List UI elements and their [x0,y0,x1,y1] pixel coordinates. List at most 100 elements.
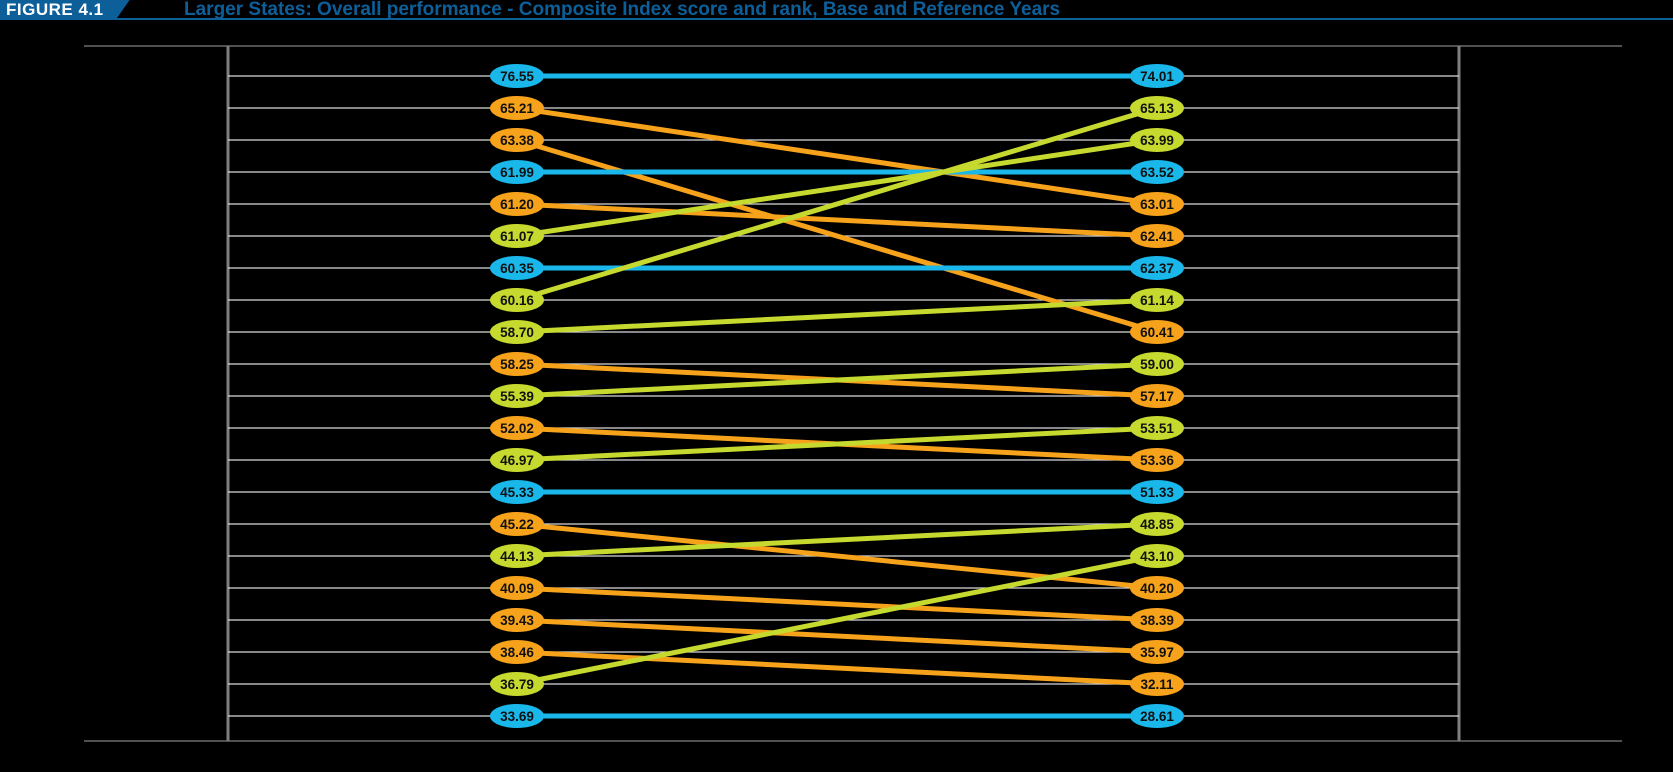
base-year-value-label: 40.09 [500,581,534,596]
base-year-value-label: 33.69 [500,709,534,724]
connector-line [514,201,1160,239]
reference-year-value-marker [1130,64,1184,88]
connector-line [514,425,1160,463]
reference-year-value-label: 48.85 [1140,517,1174,532]
connector-line [514,137,1160,239]
reference-year-value-marker [1130,544,1184,568]
reference-year-value-label: 40.20 [1140,581,1174,596]
reference-year-value-label: 51.33 [1140,485,1174,500]
reference-year-value-label: 57.17 [1140,389,1174,404]
base-year-value-label: 44.13 [500,549,534,564]
base-year-value-marker [490,320,544,344]
reference-year-value-marker [1130,384,1184,408]
base-year-value-marker [490,160,544,184]
reference-year-value-marker [1130,640,1184,664]
reference-year-value-marker [1130,608,1184,632]
reference-year-value-label: 38.39 [1140,613,1174,628]
reference-year-value-marker [1130,576,1184,600]
base-year-value-marker [490,224,544,248]
base-year-value-label: 58.25 [500,357,534,372]
base-year-value-marker [490,288,544,312]
reference-year-value-label: 28.61 [1140,709,1174,724]
connector-line [514,617,1160,655]
reference-year-value-label: 62.37 [1140,261,1174,276]
reference-year-value-label: 53.51 [1140,421,1174,436]
connector-line [514,361,1160,399]
base-year-value-label: 58.70 [500,325,534,340]
reference-year-value-marker [1130,224,1184,248]
reference-year-value-marker [1130,448,1184,472]
base-year-value-label: 76.55 [500,69,534,84]
base-year-value-marker [490,512,544,536]
reference-year-value-label: 65.13 [1140,101,1174,116]
connector-line [514,649,1160,687]
reference-year-value-label: 35.97 [1140,645,1174,660]
connector-line [514,585,1160,623]
reference-year-value-label: 61.14 [1140,293,1174,308]
reference-year-value-marker [1130,672,1184,696]
base-year-value-label: 60.16 [500,293,534,308]
connector-line [514,553,1160,687]
base-year-value-marker [490,544,544,568]
base-year-value-marker [490,576,544,600]
base-year-value-marker [490,192,544,216]
base-year-value-label: 52.02 [500,421,534,436]
reference-year-value-marker [1130,96,1184,120]
reference-year-value-marker [1130,320,1184,344]
base-year-value-marker [490,384,544,408]
base-year-value-label: 60.35 [500,261,534,276]
base-year-value-marker [490,256,544,280]
reference-year-value-marker [1130,704,1184,728]
base-year-value-label: 63.38 [500,133,534,148]
reference-year-value-marker [1130,480,1184,504]
connector-line [514,521,1160,559]
base-year-value-marker [490,704,544,728]
base-year-value-label: 36.79 [500,677,534,692]
reference-year-value-label: 63.01 [1140,197,1174,212]
base-year-value-marker [490,640,544,664]
reference-year-value-label: 63.52 [1140,165,1174,180]
base-year-value-label: 46.97 [500,453,534,468]
base-year-value-marker [490,352,544,376]
reference-year-value-marker [1130,352,1184,376]
base-year-value-marker [490,416,544,440]
base-year-value-marker [490,672,544,696]
base-year-value-marker [490,448,544,472]
title-rule [0,18,1673,20]
connector-line [514,105,1160,303]
base-year-value-label: 38.46 [500,645,534,660]
base-year-value-label: 61.99 [500,165,534,180]
reference-year-value-label: 62.41 [1140,229,1174,244]
reference-year-value-label: 43.10 [1140,549,1174,564]
reference-year-value-marker [1130,288,1184,312]
base-year-value-marker [490,128,544,152]
reference-year-value-marker [1130,192,1184,216]
base-year-value-label: 45.33 [500,485,534,500]
reference-year-value-label: 74.01 [1140,69,1174,84]
base-year-value-label: 55.39 [500,389,534,404]
reference-year-value-label: 60.41 [1140,325,1174,340]
reference-year-value-label: 63.99 [1140,133,1174,148]
base-year-value-marker [490,608,544,632]
base-year-value-label: 45.22 [500,517,534,532]
figure-label-badge: FIGURE 4.1 [0,0,130,20]
connector-line [514,297,1160,335]
reference-year-value-marker [1130,512,1184,536]
base-year-value-label: 65.21 [500,101,534,116]
reference-year-value-marker [1130,160,1184,184]
reference-year-value-marker [1130,256,1184,280]
reference-year-value-marker [1130,416,1184,440]
base-year-value-marker [490,64,544,88]
base-year-value-label: 61.20 [500,197,534,212]
connector-line [514,105,1160,207]
reference-year-value-label: 53.36 [1140,453,1174,468]
base-year-value-label: 61.07 [500,229,534,244]
reference-year-value-label: 59.00 [1140,357,1174,372]
base-year-value-marker [490,480,544,504]
reference-year-value-label: 32.11 [1140,677,1174,692]
base-year-value-marker [490,96,544,120]
figure-title-bar: FIGURE 4.1 Larger States: Overall perfor… [0,0,1673,22]
base-year-value-label: 39.43 [500,613,534,628]
